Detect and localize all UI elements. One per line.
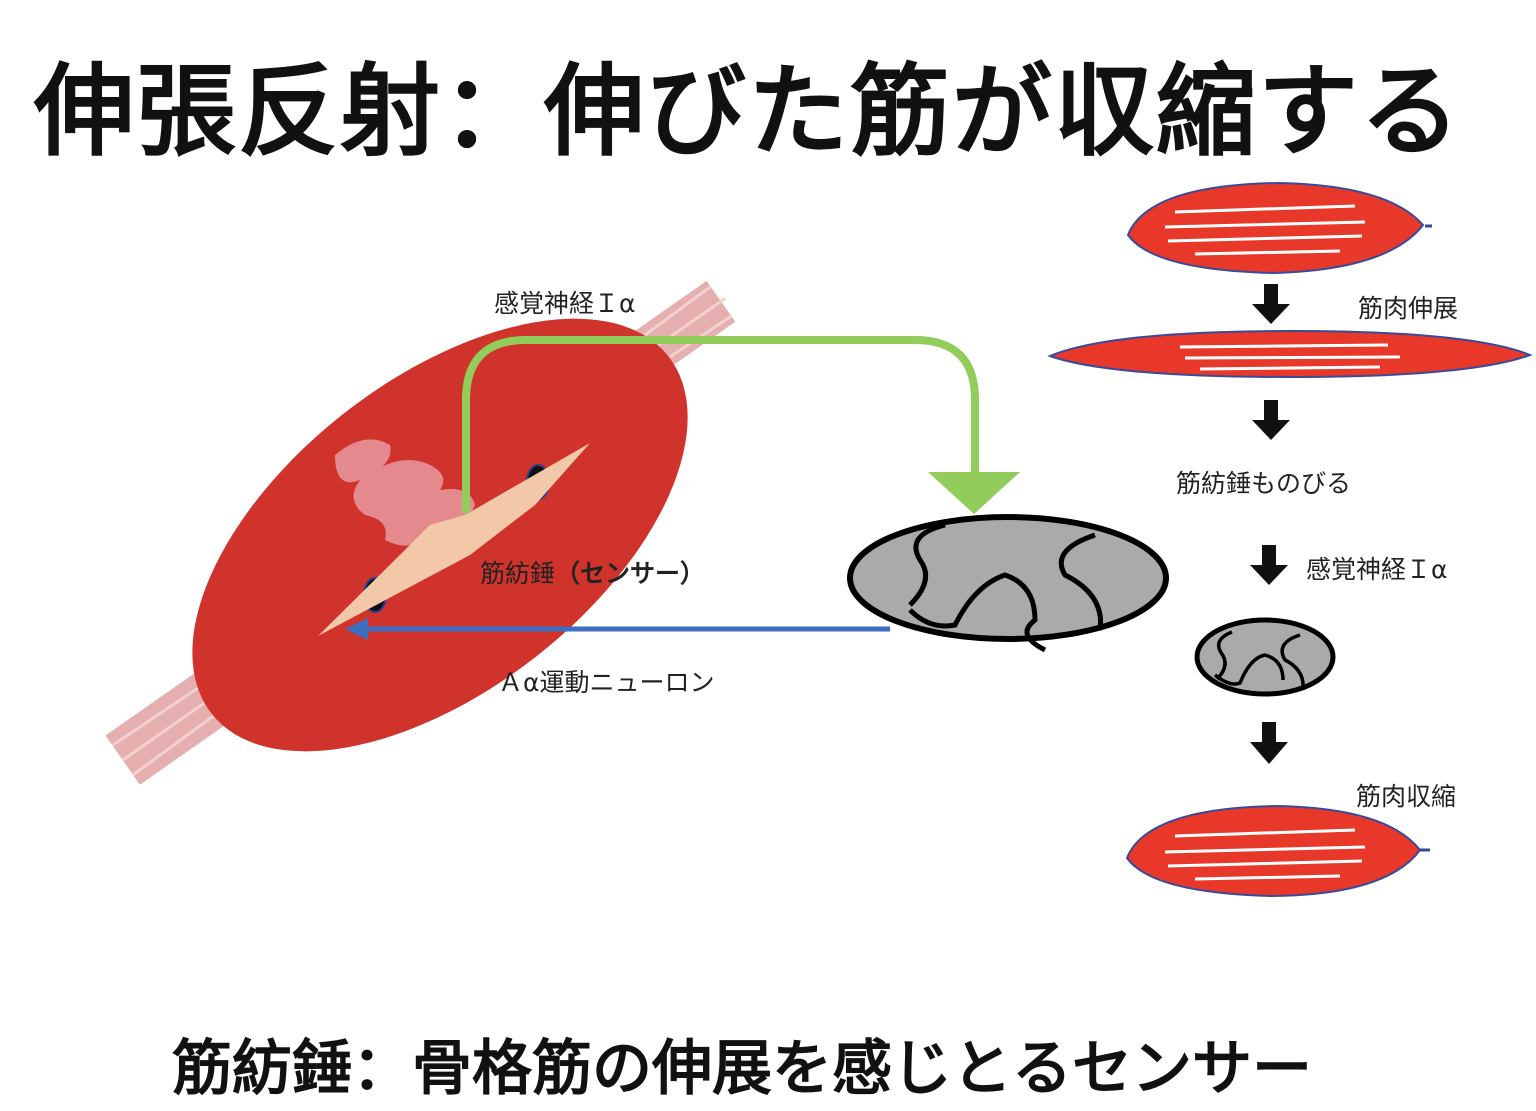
step-muscle-contracted bbox=[1125, 804, 1430, 898]
spinal-cord-small bbox=[1194, 617, 1336, 697]
step-muscle-stretched bbox=[1047, 329, 1533, 379]
spindle-label: 筋紡錘（センサー） bbox=[480, 554, 705, 590]
muscle-illustration bbox=[105, 280, 736, 785]
sensory-nerve-label: 感覚神経Ｉα bbox=[494, 289, 636, 318]
arrow-down-3 bbox=[1250, 545, 1288, 585]
spinal-cord-large bbox=[847, 514, 1169, 653]
muscle-spindle bbox=[318, 443, 590, 636]
step-label-1: 筋肉伸展 bbox=[1358, 294, 1459, 323]
spindle-label-text: 筋紡錘 bbox=[480, 559, 556, 588]
step-muscle-relaxed bbox=[1126, 181, 1432, 275]
muscle-highlight bbox=[335, 439, 475, 546]
sensory-arrowhead bbox=[928, 472, 1020, 514]
sensor-label-text: （センサー） bbox=[555, 559, 706, 588]
sensory-nerve-arrow bbox=[462, 336, 979, 513]
arrow-down-2 bbox=[1252, 400, 1290, 440]
step-label-3: 感覚神経Ｉα bbox=[1306, 555, 1448, 584]
arrow-down-1 bbox=[1252, 284, 1290, 324]
step-label-4: 筋肉収縮 bbox=[1356, 782, 1457, 811]
motor-arrowhead bbox=[345, 618, 368, 640]
page-title: 伸張反射：伸びた筋が収縮する bbox=[34, 53, 1462, 170]
subtitle: 筋紡錘：骨格筋の伸展を感じとるセンサー bbox=[172, 1034, 1312, 1104]
arrow-down-4 bbox=[1250, 722, 1288, 764]
step-label-2: 筋紡錘ものびる bbox=[1176, 469, 1352, 498]
motor-neuron-label: Ａα運動ニューロン bbox=[498, 668, 715, 697]
